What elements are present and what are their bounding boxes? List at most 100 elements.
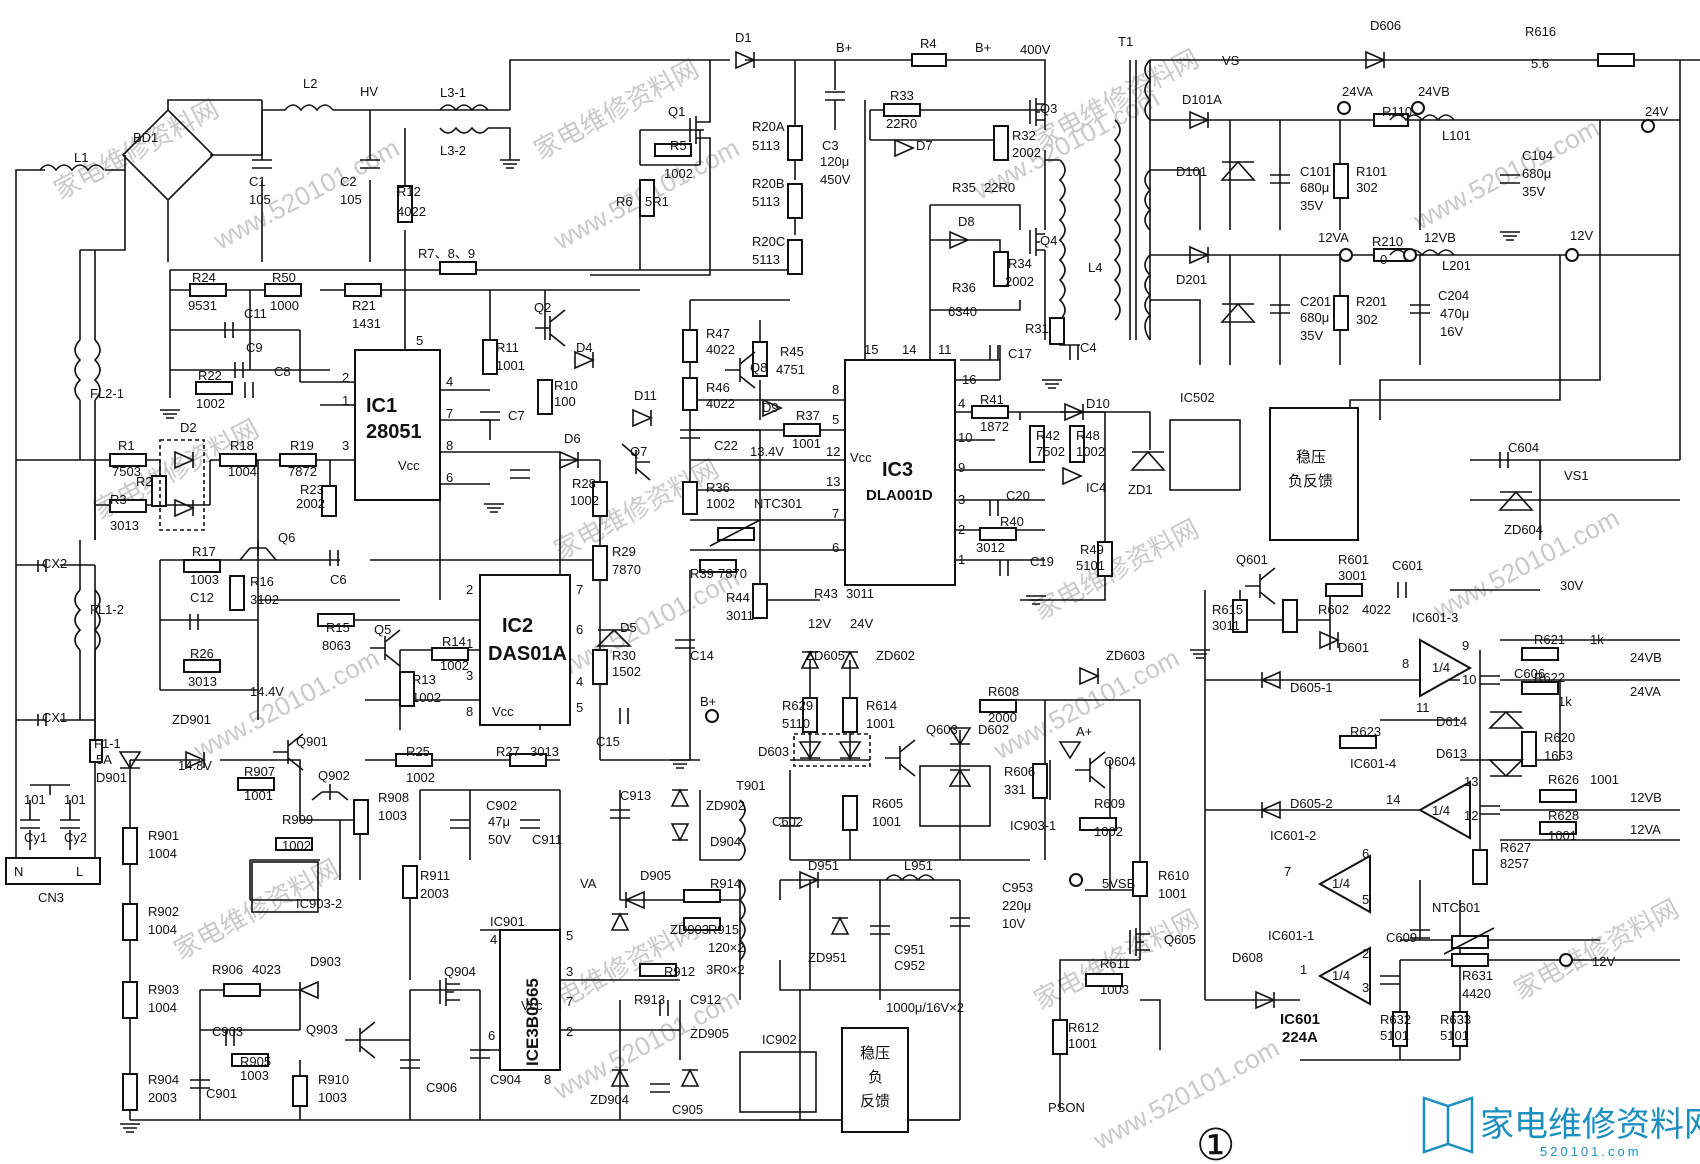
component-label: C19 bbox=[1030, 554, 1054, 569]
resistor bbox=[787, 125, 803, 161]
component-label: 7502 bbox=[1036, 444, 1065, 459]
resistor bbox=[752, 341, 768, 377]
resistor bbox=[802, 697, 818, 733]
component-label: VA bbox=[580, 876, 597, 891]
component-label: 9 bbox=[1462, 638, 1469, 653]
component-label: 1002 bbox=[1076, 444, 1105, 459]
component-label: 2003 bbox=[420, 886, 449, 901]
component-label: 12 bbox=[1464, 808, 1478, 823]
component-label: 3013 bbox=[188, 674, 217, 689]
component-label: L951 bbox=[904, 858, 933, 873]
component-label: 8063 bbox=[322, 638, 351, 653]
component-label: 14.4V bbox=[250, 684, 284, 699]
component-label: Q7 bbox=[630, 444, 647, 459]
component-label: 1002 bbox=[282, 838, 311, 853]
component-label: ZD905 bbox=[690, 1026, 729, 1041]
component-label: R101 bbox=[1356, 164, 1387, 179]
component-label: FL1-2 bbox=[90, 602, 124, 617]
diode bbox=[949, 230, 970, 250]
resistor bbox=[122, 827, 138, 865]
component-label: 12VB bbox=[1424, 230, 1456, 245]
component-label: L3-2 bbox=[440, 143, 466, 158]
component-label: 12VA bbox=[1630, 822, 1661, 837]
component-label: R621 bbox=[1534, 632, 1565, 647]
component-label: 1004 bbox=[148, 846, 177, 861]
diode bbox=[298, 980, 319, 1000]
inductor bbox=[1389, 114, 1455, 122]
ic3-name: IC3 bbox=[882, 459, 913, 481]
resistor bbox=[1032, 763, 1048, 799]
diode bbox=[798, 741, 822, 760]
resistor bbox=[1539, 821, 1577, 835]
component-label: 22R0 bbox=[984, 180, 1015, 195]
resistor bbox=[1597, 53, 1635, 67]
component-label: R611 bbox=[1100, 956, 1130, 971]
bjt-q601 bbox=[1245, 567, 1276, 605]
ntc-thermistor-arrow bbox=[1443, 927, 1495, 955]
component-label: 4022 bbox=[706, 342, 735, 357]
component-label: 331 bbox=[1004, 782, 1026, 797]
ic1-pin: 5 bbox=[416, 333, 423, 348]
ic2-pin: 4 bbox=[576, 674, 583, 689]
diode bbox=[185, 750, 206, 770]
ic901-name: IC901 bbox=[490, 914, 525, 929]
diode bbox=[762, 398, 783, 418]
resistor bbox=[1069, 425, 1085, 463]
component-label: C6 bbox=[330, 572, 347, 587]
resistor bbox=[639, 963, 677, 977]
component-label: R632 bbox=[1380, 1012, 1411, 1027]
diode bbox=[1255, 990, 1276, 1010]
component-label: 1002 bbox=[664, 166, 693, 181]
component-label: R901 bbox=[148, 828, 179, 843]
component-label: 101 bbox=[64, 792, 86, 807]
capacitor bbox=[780, 817, 800, 827]
ic3-vcc: Vcc bbox=[850, 450, 872, 465]
component-label: 1001 bbox=[866, 716, 895, 731]
component-label: R21 bbox=[352, 298, 376, 313]
component-label: 1 bbox=[1300, 962, 1307, 977]
feedback-box-1: 稳压 负反馈 bbox=[1269, 407, 1359, 541]
component-label: C601 bbox=[1392, 558, 1423, 573]
component-label: R629 bbox=[782, 698, 813, 713]
resistor bbox=[1052, 1019, 1068, 1055]
diode bbox=[1365, 50, 1386, 70]
resistor bbox=[122, 903, 138, 941]
component-label: 1002 bbox=[406, 770, 435, 785]
component-label: R34 bbox=[1008, 256, 1032, 271]
component-label: 1000 bbox=[270, 298, 299, 313]
diode bbox=[1498, 490, 1534, 511]
component-label: 22R0 bbox=[886, 116, 917, 131]
resistor bbox=[229, 575, 245, 611]
diode bbox=[118, 751, 142, 770]
component-label: D101A bbox=[1182, 92, 1222, 107]
mosfet-q904 bbox=[439, 978, 460, 1006]
component-label: CX2 bbox=[42, 556, 67, 571]
dashed-d603 bbox=[793, 733, 871, 767]
component-label: R905 bbox=[240, 1054, 271, 1069]
component-label: R614 bbox=[866, 698, 897, 713]
capacitor bbox=[1397, 582, 1407, 598]
component-label: IC601-1 bbox=[1268, 928, 1314, 943]
component-label: 1002 bbox=[1094, 824, 1123, 839]
component-label: 24VA bbox=[1630, 684, 1661, 699]
component-label: R910 bbox=[318, 1072, 349, 1087]
watermark: www.520101.com bbox=[1408, 112, 1604, 235]
logo-text: 家电维修资料网 bbox=[1480, 1106, 1700, 1144]
ic2-pin: 3 bbox=[466, 668, 473, 683]
diode bbox=[610, 1068, 630, 1087]
component-label: R45 bbox=[780, 344, 804, 359]
component-label: ZD903 bbox=[670, 922, 709, 937]
resistor bbox=[1539, 789, 1577, 803]
component-label: R50 bbox=[272, 270, 296, 285]
component-label: 1001 bbox=[1158, 886, 1187, 901]
resistor bbox=[683, 889, 721, 903]
component-label: R12 bbox=[397, 184, 421, 199]
logo-url: 520101.com bbox=[1540, 1144, 1642, 1159]
capacitor bbox=[1410, 304, 1430, 314]
capacitor bbox=[610, 809, 630, 819]
component-label: 3013 bbox=[530, 744, 559, 759]
capacitor bbox=[1270, 174, 1290, 184]
component-label: R28 bbox=[572, 476, 596, 491]
component-label: R31 bbox=[1025, 321, 1049, 336]
